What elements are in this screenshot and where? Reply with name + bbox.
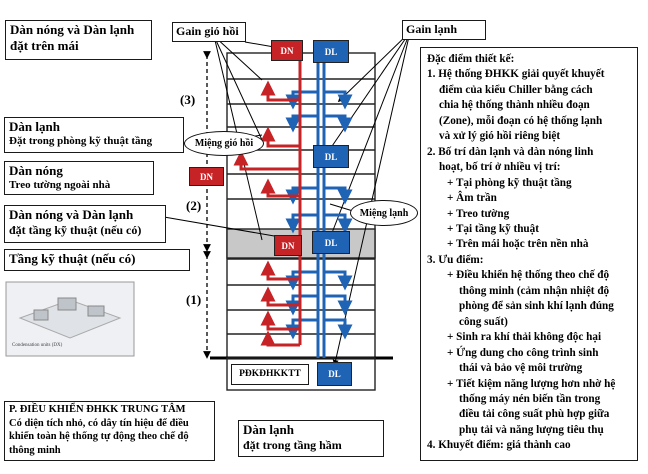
label-dan-nong-tuong: Dàn nóng Treo tường ngoài nhà [4,161,154,195]
panel-line: + Tại phòng kỹ thuật tầng [447,176,572,189]
panel-line: + Ứng dung cho công trình sinh [447,346,599,359]
roof-dl-unit: DL [313,40,349,63]
roof-dn-unit: DN [271,40,303,61]
panel-line: phụ tải và năng lượng tiêu thụ [459,423,604,436]
mieng-gio-hoi-callout: Miệng gió hồi [184,131,264,156]
basement-dl-unit: DL [317,362,352,386]
label-tang-ky-thuat: Tầng kỹ thuật (nếu có) [4,249,190,271]
panel-line: công suất) [459,315,508,328]
panel-line: và xử lý gió hồi riêng biệt [439,130,561,143]
tech-dl-unit: DL [312,231,350,254]
panel-line: điều tải công suất phù hợp giữa [459,408,610,421]
panel-line: 4. Khuyết điểm: giá thành cao [427,439,571,452]
panel-line: hoạt, bố trí ở nhiều vị trí: [439,161,561,174]
mieng-lanh-callout: Miệng lạnh [350,200,418,226]
panel-line: Đặc điểm thiết kế: [427,53,515,65]
panel-line: phòng để sản sinh khí lạnh đúng [459,300,614,313]
panel-line: thông minh (cảm nhận nhiệt độ [459,284,610,297]
panel-line: + Trên mái hoặc trên nền nhà [447,238,589,251]
pdk-unit: PĐKĐHKKTT [231,364,309,385]
panel-line: + Điều khiển hệ thống theo chế độ [447,269,610,282]
label-dan-nong-lanh-ky-thuat: Dàn nóng và Dàn lạnh đặt tầng kỹ thuật (… [4,205,166,243]
panel-line: 3. Ưu điểm: [427,253,484,266]
panel-line: 2. Bố trí dàn lạnh và dàn nóng linh [427,145,594,158]
return-pipes [233,60,302,347]
panel-line: thái và bảo vệ môi trường [459,362,583,375]
wall-dn-unit: DN [189,167,224,186]
tech-dn-unit: DN [274,235,302,256]
basement [226,357,376,391]
panel-line: + Sinh ra khí thải không độc hại [447,331,602,344]
zone-2-label: (2) [186,198,202,213]
label-gain-gio-hoi: Gain gió hồi [172,22,246,42]
panel-line: + Treo tường [447,207,510,220]
zone-1-label: (1) [186,292,202,307]
design-notes-panel: Đặc điểm thiết kế: 1. Hệ thống ĐHKK giải … [420,47,638,461]
panel-line: + Tiết kiệm năng lượng hơn nhờ hệ [447,377,616,390]
label-dan-lanh-ham: Dàn lạnh đặt trong tầng hầm [238,420,384,457]
zone-3-label: (3) [180,92,196,107]
panel-line: + Tại tầng kỹ thuật [447,222,539,235]
panel-line: thống máy nén biến tần trong [459,392,601,405]
label-p-dieu-khien: P. ĐIỀU KHIỂN ĐHKK TRUNG TÂM Có diện tíc… [4,401,215,461]
label-gain-lanh: Gain lạnh [402,20,486,40]
condensation-photo [5,281,135,357]
mid-dl-unit: DL [313,145,349,168]
label-dan-lanh-phong: Dàn lạnh Đặt trong phòng kỹ thuật tầng [4,117,184,153]
panel-line: điểm của kiểu Chiller bằng cách [439,83,593,96]
panel-line: 1. Hệ thống ĐHKK giải quyết khuyết [427,68,605,81]
panel-line: (Zone), mỗi đoạn có hệ thống lạnh [439,114,603,127]
photo-caption: Condensation units (DX) [12,343,63,348]
panel-line: chia hệ thống thành nhiều đoạn [439,99,590,112]
panel-line: + Âm trần [447,192,497,205]
